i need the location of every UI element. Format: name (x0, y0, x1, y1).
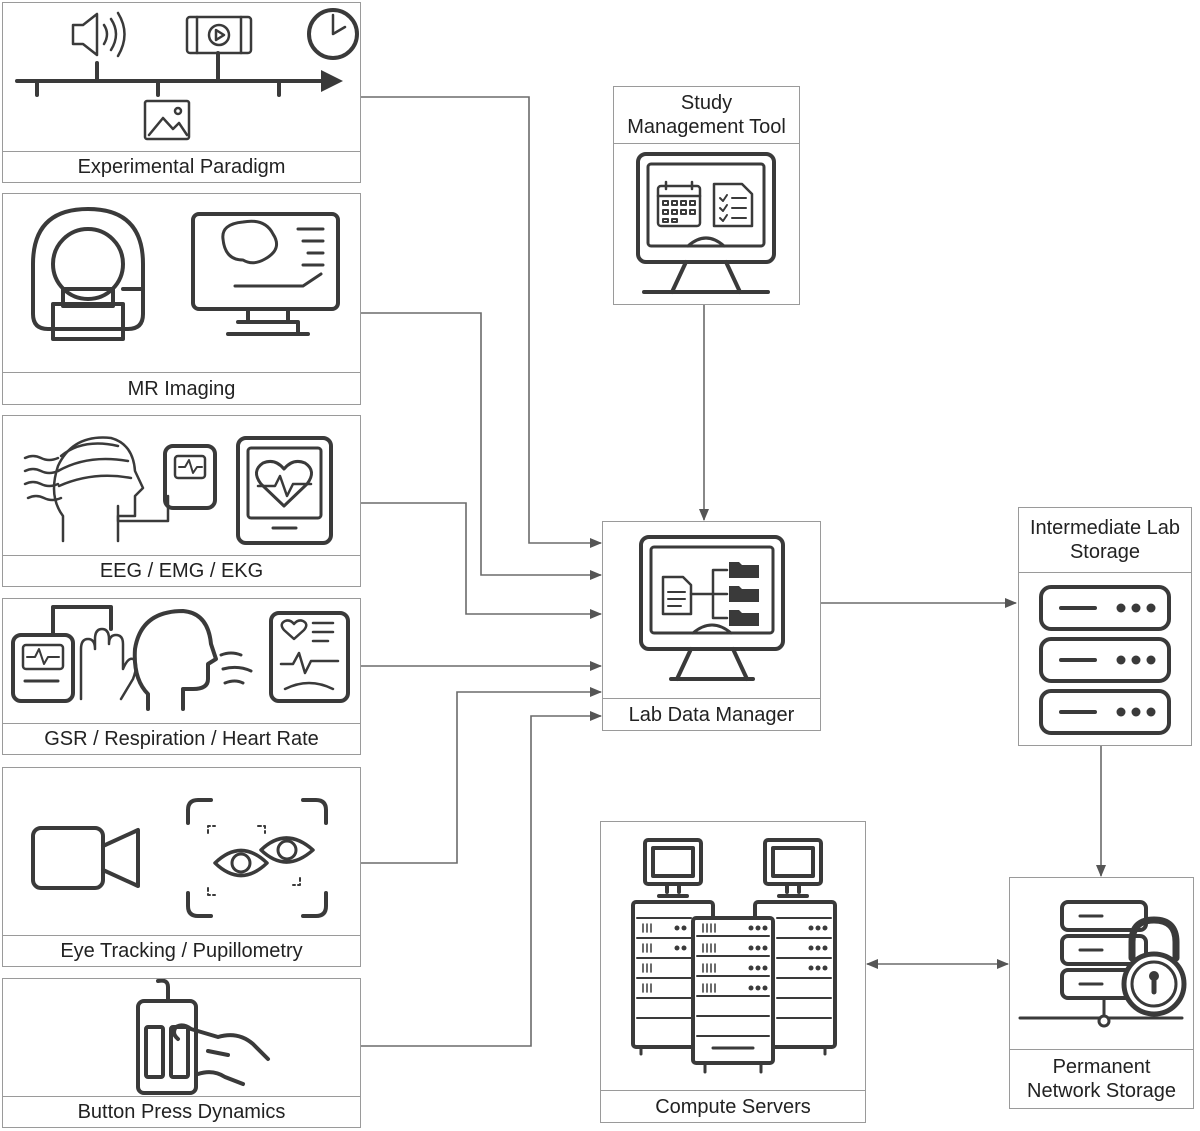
eye-tracking-label: Eye Tracking / Pupillometry (3, 935, 360, 966)
server-stack-icon (1039, 585, 1171, 735)
camera-icon (31, 826, 140, 890)
hand-icon (79, 627, 138, 701)
server-racks-icon (631, 838, 837, 1074)
arrow-eeg-to-ldm (361, 502, 602, 619)
monitor-folders-icon (639, 535, 785, 681)
arrow-mr-to-ldm (361, 312, 602, 580)
eye-tracking-box: Eye Tracking / Pupillometry (2, 767, 361, 967)
eeg-head-icon (23, 436, 170, 543)
permanent-storage-illustration (1018, 900, 1187, 1028)
breathing-head-icon (132, 609, 253, 711)
heart-monitor-icon (236, 436, 333, 545)
mr-imaging-box: MR Imaging (2, 193, 361, 405)
permanent-storage-label: Permanent Network Storage (1010, 1049, 1193, 1108)
experimental-paradigm-label: Experimental Paradigm (3, 151, 360, 182)
video-icon (185, 15, 253, 55)
eeg-illustration (23, 436, 333, 545)
padlock-icon (1121, 916, 1187, 1017)
gsr-label: GSR / Respiration / Heart Rate (3, 723, 360, 754)
speaker-icon (71, 11, 126, 58)
monitor-calendar-checklist-icon (636, 152, 776, 294)
ldm-monitor-illustration (639, 535, 785, 681)
arrow-eye-to-ldm (361, 687, 602, 864)
clock-icon (307, 8, 359, 60)
mr-imaging-label: MR Imaging (3, 372, 360, 404)
eeg-label: EEG / EMG / EKG (3, 555, 360, 586)
pressing-hand-icon (171, 1023, 270, 1086)
timeline-illustration (15, 8, 359, 141)
compute-servers-illustration (631, 838, 837, 1074)
study-management-box: Study Management Tool (613, 86, 800, 305)
button-press-box: Button Press Dynamics (2, 978, 361, 1128)
gsr-box: GSR / Respiration / Heart Rate (2, 598, 361, 755)
eeg-box: EEG / EMG / EKG (2, 415, 361, 587)
permanent-storage-box: Permanent Network Storage (1009, 877, 1194, 1109)
compute-servers-label: Compute Servers (601, 1090, 865, 1122)
compute-servers-box: Compute Servers (600, 821, 866, 1123)
mri-scanner-icon (31, 207, 145, 341)
eeg-device-icon (163, 444, 217, 510)
study-monitor-illustration (636, 152, 776, 294)
arrow-button-to-ldm (361, 711, 602, 1047)
lab-data-manager-box: Lab Data Manager (602, 521, 821, 731)
gsr-illustration (11, 605, 350, 711)
eye-tracking-illustration (31, 798, 328, 918)
monitor-brain-icon (191, 212, 340, 336)
heart-rate-chart-icon (269, 611, 350, 703)
experimental-paradigm-box: Experimental Paradigm (2, 2, 361, 183)
gsr-device-icon (11, 605, 113, 703)
study-management-label: Study Management Tool (614, 87, 799, 144)
arrow-paradigm-to-ldm (361, 96, 602, 548)
mri-illustration (31, 207, 340, 341)
image-icon (143, 99, 191, 141)
button-box-icon (136, 979, 198, 1095)
button-press-illustration (136, 979, 270, 1095)
eye-scan-icon (186, 798, 328, 918)
storage-server-illustration (1039, 585, 1171, 735)
button-press-label: Button Press Dynamics (3, 1096, 360, 1127)
lab-data-manager-label: Lab Data Manager (603, 698, 820, 730)
intermediate-storage-box: Intermediate Lab Storage (1018, 507, 1192, 746)
intermediate-storage-label: Intermediate Lab Storage (1019, 508, 1191, 573)
